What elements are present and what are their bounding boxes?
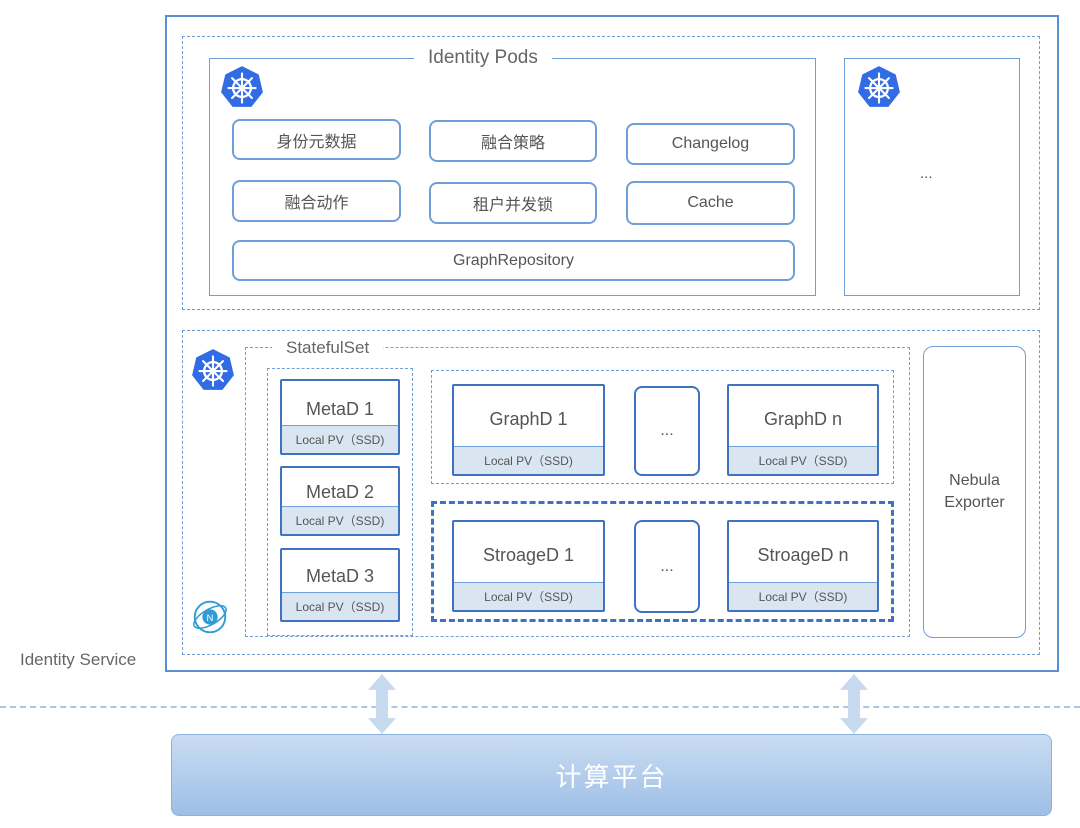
metad-label: MetaD 1 xyxy=(305,399,375,419)
module-cache: Cache xyxy=(626,181,795,225)
local-pv-label: Local PV（SSD) xyxy=(454,446,603,474)
local-pv-label: Local PV（SSD) xyxy=(729,446,877,474)
kubernetes-icon xyxy=(192,349,234,390)
storaged-label: StroageD 1 xyxy=(482,545,575,565)
exporter-line-2: Exporter xyxy=(944,494,1005,511)
module-identity-metadata: 身份元数据 xyxy=(232,119,401,160)
other-pod xyxy=(844,58,1020,296)
statefulset-title: StatefulSet xyxy=(272,338,384,358)
metad-group xyxy=(267,368,413,636)
graphd-node-1: GraphD 1 Local PV（SSD) xyxy=(452,384,605,476)
storaged-node-n: StroageD n Local PV（SSD) xyxy=(727,520,879,612)
graphd-label: GraphD 1 xyxy=(489,409,568,429)
storaged-label: StroageD n xyxy=(757,545,849,565)
local-pv-label: Local PV（SSD) xyxy=(282,425,398,453)
local-pv-label: Local PV（SSD) xyxy=(282,506,398,534)
exporter-line-1: Nebula xyxy=(949,472,1000,489)
statefulset-box xyxy=(245,347,910,637)
metad-node-1: MetaD 1 Local PV（SSD) xyxy=(280,379,400,455)
local-pv-label: Local PV（SSD) xyxy=(282,592,398,620)
metad-label: MetaD 3 xyxy=(305,566,375,586)
svg-text:N: N xyxy=(207,613,214,624)
nebula-icon: N xyxy=(193,600,227,634)
identity-service-label: Identity Service xyxy=(20,650,137,669)
other-pod-ellipsis: ... xyxy=(920,165,933,182)
identity-pods-title: Identity Pods xyxy=(414,47,552,69)
storaged-group xyxy=(431,501,894,622)
nebula-exporter: Nebula Exporter xyxy=(923,346,1026,638)
nebula-section xyxy=(182,330,1040,655)
metad-label: MetaD 2 xyxy=(305,482,375,502)
kubernetes-icon xyxy=(858,66,900,107)
metad-node-3: MetaD 3 Local PV（SSD) xyxy=(280,548,400,622)
module-fusion-action: 融合动作 xyxy=(232,180,401,222)
graphd-node-n: GraphD n Local PV（SSD) xyxy=(727,384,879,476)
compute-platform: 计算平台 xyxy=(171,734,1052,816)
module-graph-repository: GraphRepository xyxy=(232,240,795,281)
local-pv-label: Local PV（SSD) xyxy=(729,582,877,610)
graphd-label: GraphD n xyxy=(763,409,843,429)
pods-section xyxy=(182,36,1040,310)
kubernetes-icon xyxy=(221,66,263,107)
module-fusion-strategy: 融合策略 xyxy=(429,120,597,162)
storaged-ellipsis-node: ... xyxy=(634,520,700,613)
module-tenant-lock: 租户并发锁 xyxy=(429,182,597,224)
bidirectional-arrow-icon xyxy=(840,674,868,734)
module-changelog: Changelog xyxy=(626,123,795,165)
local-pv-label: Local PV（SSD) xyxy=(454,582,603,610)
storaged-node-1: StroageD 1 Local PV（SSD) xyxy=(452,520,605,612)
graphd-group xyxy=(431,370,894,484)
bidirectional-arrow-icon xyxy=(368,674,396,734)
graphd-ellipsis-node: ... xyxy=(634,386,700,476)
metad-node-2: MetaD 2 Local PV（SSD) xyxy=(280,466,400,536)
boundary-line xyxy=(0,706,1080,708)
compute-platform-label: 计算平台 xyxy=(555,761,668,792)
